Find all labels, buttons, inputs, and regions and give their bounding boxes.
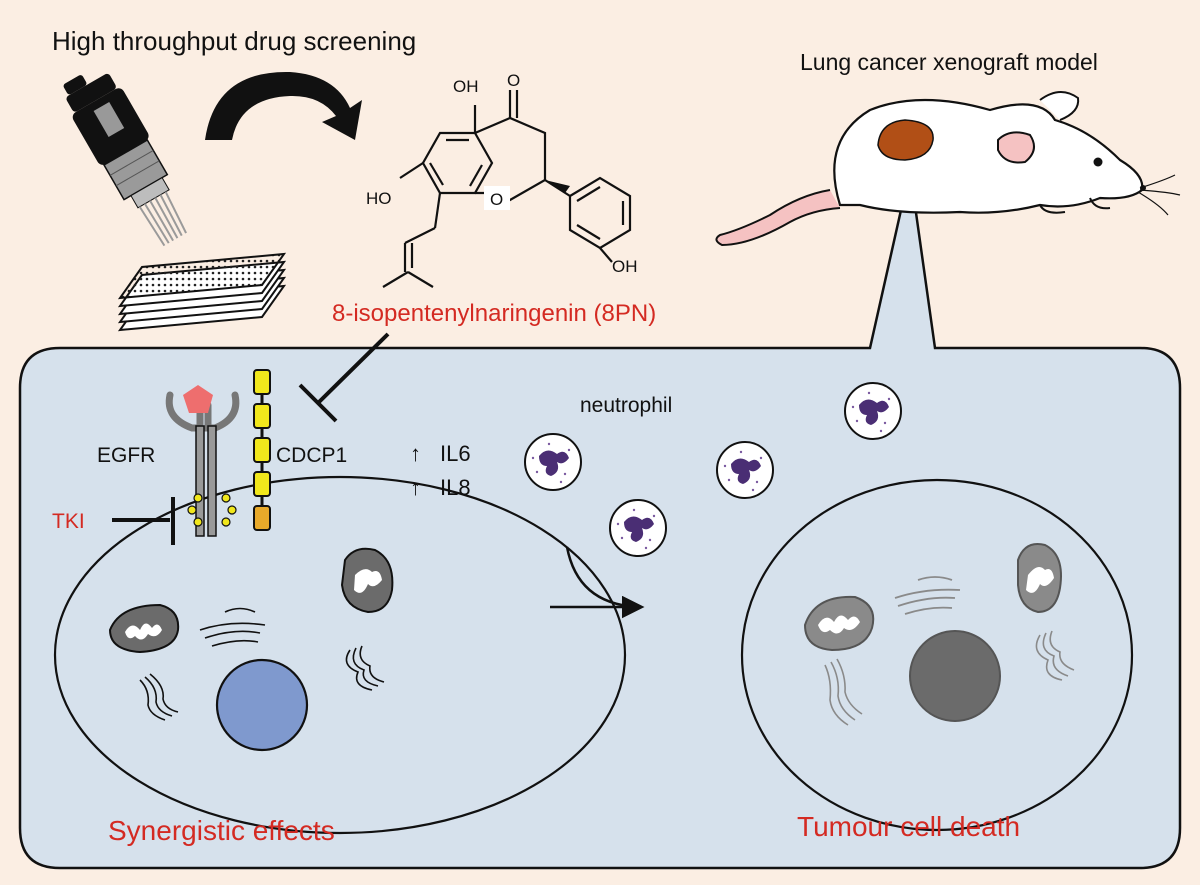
- neutrophil-icon: [716, 441, 774, 499]
- mitochondrion-icon: [108, 603, 180, 654]
- il6-label: IL6: [440, 441, 471, 466]
- inhibition-bar-icon: [298, 332, 390, 423]
- curved-arrow-icon: [205, 71, 362, 140]
- egfr-receptor-icon: [165, 391, 240, 537]
- il8-label: IL8: [440, 475, 471, 500]
- reaction-arrow-icon: [550, 546, 645, 619]
- mouse-icon: [715, 91, 1181, 247]
- screening-title: High throughput drug screening: [52, 26, 416, 56]
- er-icon: [824, 658, 863, 726]
- ring-o-highlight: [484, 186, 510, 210]
- dead-nucleus-icon: [909, 630, 1001, 722]
- golgi-icon: [199, 607, 266, 647]
- neutrophil-icon: [609, 499, 667, 557]
- carbonyl-o-label: O: [507, 71, 520, 90]
- il6-arrow: ↑: [410, 441, 421, 466]
- ring-o-label: O: [490, 190, 503, 209]
- pipette-icon: [63, 73, 187, 247]
- ho-left-label: HO: [366, 189, 392, 208]
- oh-right-label: OH: [612, 257, 638, 276]
- er-icon: [139, 673, 179, 721]
- oh-top-label: OH: [453, 77, 479, 96]
- cancer-cell: [53, 475, 627, 835]
- cdcp1-label: CDCP1: [276, 444, 347, 467]
- neutrophil-icon: [844, 382, 902, 440]
- mitochondrion-icon: [340, 547, 394, 614]
- cell-panel: [18, 169, 1182, 870]
- mitochondrion-icon: [803, 595, 875, 652]
- cdcp1-chain-icon: [253, 369, 271, 531]
- compound-label: 8-isopentenylnaringenin (8PN): [332, 300, 656, 327]
- il8-arrow: ↑: [410, 475, 421, 500]
- er-icon: [1035, 630, 1075, 681]
- wedge-bond: [545, 180, 570, 193]
- er-icon: [345, 645, 385, 691]
- xenograft-title: Lung cancer xenograft model: [800, 49, 1098, 75]
- nucleus-icon: [215, 658, 309, 752]
- egfr-label: EGFR: [97, 444, 155, 467]
- synergy-label: Synergistic effects: [108, 815, 335, 846]
- well-plate-icon: [117, 252, 287, 332]
- tki-inhibition-bar-icon: [112, 497, 175, 545]
- mitochondrion-icon: [1017, 543, 1062, 614]
- ligand-pentagon-icon: [183, 385, 213, 413]
- neutrophil-icon: [524, 433, 582, 491]
- death-label: Tumour cell death: [797, 811, 1020, 842]
- golgi-icon: [894, 576, 961, 615]
- neutrophil-label: neutrophil: [580, 394, 672, 417]
- dying-tumour-cell: [740, 478, 1134, 832]
- tki-label: TKI: [52, 510, 85, 533]
